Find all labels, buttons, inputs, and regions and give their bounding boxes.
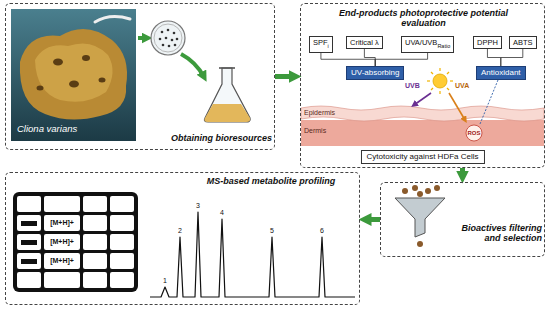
results-table (13, 192, 138, 292)
sponge-osculum (69, 81, 79, 88)
sponge-osculum (82, 55, 90, 61)
assay-box: DPPH (473, 36, 502, 49)
panel-title: Cliona varians (17, 123, 129, 134)
peak-number: 2 (176, 227, 184, 235)
tree-line (487, 49, 500, 66)
sponge-highlight (35, 43, 113, 101)
assay-box: UVA/UVBRatio (401, 36, 454, 53)
stage-panel: End-products photoprotective potential e… (300, 3, 545, 168)
table-cell: [M+H]+ (44, 253, 80, 269)
stage-panel: Obtaining bioresources Cliona varians (5, 3, 275, 150)
panel-title: Obtaining bioresources (166, 133, 272, 143)
funnel (395, 198, 445, 237)
sponge-body (20, 29, 127, 120)
assay-box: ABTS (509, 36, 537, 49)
peak-number: 1 (161, 277, 169, 285)
table-cell: [M+H]+ (44, 234, 80, 250)
flask-extract (204, 104, 250, 122)
chromatogram (150, 212, 355, 297)
box-label: DPPH (477, 38, 498, 47)
dermis-layer (301, 120, 544, 146)
ray-label: UVB (405, 82, 420, 90)
category-box: Antioxidant (476, 66, 526, 80)
peak-number: 4 (218, 209, 226, 217)
box-label: Cytotoxicity against HDFa Cells (366, 152, 478, 161)
petri-dish (151, 21, 185, 55)
flow-arrow (275, 74, 295, 79)
sponge-osculum (53, 59, 63, 66)
flow-arrow (460, 168, 465, 177)
box-label: ABTS (513, 38, 533, 47)
box-label: UVA/UVB (405, 38, 437, 47)
peak-number: 5 (268, 227, 276, 235)
assay-box: SPFi (309, 36, 333, 53)
flow-arrow (365, 217, 380, 222)
panel-title: Bioactives filtering and selection (443, 223, 542, 243)
tree-line (501, 49, 523, 66)
flask-lip (219, 67, 235, 69)
flow-arrow (138, 36, 147, 40)
panel-title: End-products photoprotective potential e… (316, 8, 531, 28)
flow-arrow (181, 54, 204, 77)
sun-rays (427, 68, 453, 94)
sponge-photo-ground (11, 9, 136, 141)
subscript: i (328, 43, 329, 49)
bioactive-dots (402, 185, 440, 197)
scavenging-line (480, 80, 498, 124)
layer-label: Dermis (304, 127, 326, 135)
category-box: UV-absorbing (346, 66, 404, 80)
layer-label: Epidermis (304, 109, 335, 117)
uva-ray (449, 93, 465, 120)
table-cells (17, 196, 134, 288)
stage-panel: Bioactives filtering and selection (380, 182, 545, 257)
sponge-osculum (37, 86, 44, 91)
tree-line (375, 53, 427, 67)
tree-line (364, 49, 375, 66)
subscript: Ratio (437, 43, 450, 49)
assay-box: Critical λ (346, 36, 383, 49)
uvb-ray (414, 93, 431, 105)
peak-number: 6 (318, 227, 326, 235)
box-label: UV-absorbing (351, 68, 399, 77)
box-label: Antioxidant (481, 68, 521, 77)
sun (433, 74, 447, 88)
table-bars (21, 221, 37, 264)
table-cell: [M+H]+ (44, 215, 80, 231)
epidermis-layer (301, 106, 544, 121)
petri-dish-rim (154, 24, 182, 52)
ros-label: ROS (464, 129, 484, 137)
peak-number: 3 (194, 202, 202, 210)
panel-title: MS-based metabolite profiling (186, 176, 356, 186)
box-label: Critical λ (350, 38, 379, 47)
tree-line (321, 53, 375, 67)
selected-dot (417, 241, 423, 247)
flask (204, 68, 250, 122)
worm-tube (95, 17, 130, 22)
sponge-photo: Cliona varians (11, 9, 136, 141)
assay-box: Cytotoxicity against HDFa Cells (360, 150, 484, 164)
box-label: SPF (313, 38, 328, 47)
sample-dots (159, 29, 179, 48)
ray-label: UVA (455, 82, 469, 90)
sponge-osculum (99, 78, 106, 83)
